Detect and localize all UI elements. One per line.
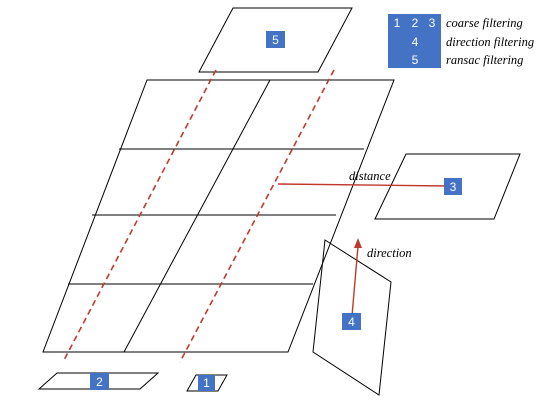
badge-4-label: 4	[348, 315, 355, 329]
badge-1	[198, 375, 215, 391]
dashed-line-right	[179, 69, 335, 363]
direction-arrowhead	[354, 238, 362, 248]
legend: 1 2 3 4 5 coarse filtering direction fil…	[388, 14, 534, 68]
direction-arrow-shaft	[351, 245, 359, 317]
badge-5-label: 5	[272, 33, 279, 47]
legend-num-3: 3	[429, 16, 436, 30]
badge-1-label: 1	[203, 376, 210, 390]
legend-label-coarse: coarse filtering	[446, 16, 523, 30]
legend-label-direction: direction filtering	[446, 35, 534, 49]
distance-connector	[277, 183, 448, 187]
legend-label-ransac: ransac filtering	[446, 53, 523, 67]
badge-3	[444, 178, 462, 195]
badge-4	[342, 313, 361, 330]
badge-3-label: 3	[450, 180, 457, 194]
badge-2-label: 2	[96, 375, 103, 389]
main-grid	[42, 79, 395, 353]
bottom-tile-1	[186, 374, 228, 392]
distance-label: distance	[349, 169, 391, 183]
legend-num-4: 4	[412, 35, 419, 49]
grid-outline	[42, 79, 395, 353]
dashed-line-left	[62, 69, 217, 363]
legend-num-5: 5	[412, 53, 419, 67]
right-tile	[374, 153, 521, 220]
bottom-tile-2	[37, 372, 160, 390]
direction-label: direction	[367, 246, 412, 260]
badge-5	[266, 31, 285, 48]
grid-column-divider	[123, 79, 271, 353]
top-tile	[198, 7, 353, 73]
legend-badge-block	[388, 14, 441, 68]
legend-num-1: 1	[394, 16, 401, 30]
legend-num-2: 2	[412, 16, 419, 30]
badge-2	[90, 373, 109, 390]
tilted-tile	[312, 239, 392, 396]
